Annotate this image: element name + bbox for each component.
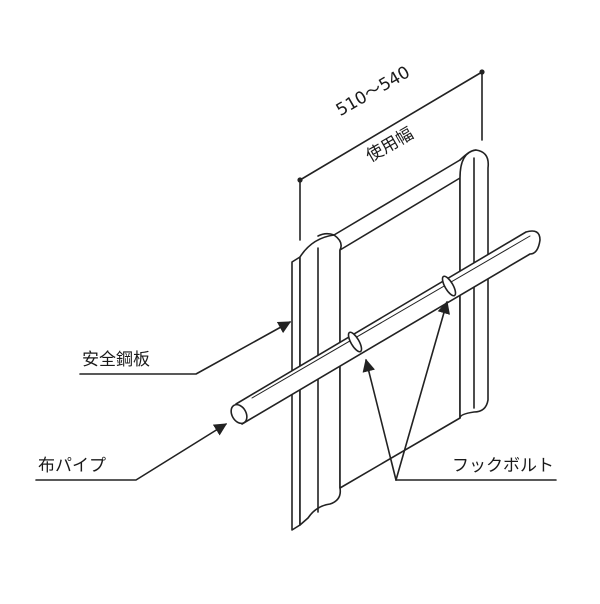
hook-bolt-label: フックボルト — [452, 456, 554, 476]
cloth-pipe-label: 布パイプ — [38, 456, 106, 476]
hook-bolt-lower — [347, 331, 363, 353]
steel-plate-label: 安全鋼板 — [82, 350, 150, 370]
dimension-line — [297, 69, 485, 241]
leader-cloth-pipe — [35, 423, 228, 481]
hook-bolt-upper — [441, 275, 457, 297]
leader-hook-bolt — [362, 300, 557, 481]
cloth-pipe — [230, 230, 541, 425]
steel-plate — [299, 149, 490, 526]
leader-steel-plate — [79, 321, 292, 375]
